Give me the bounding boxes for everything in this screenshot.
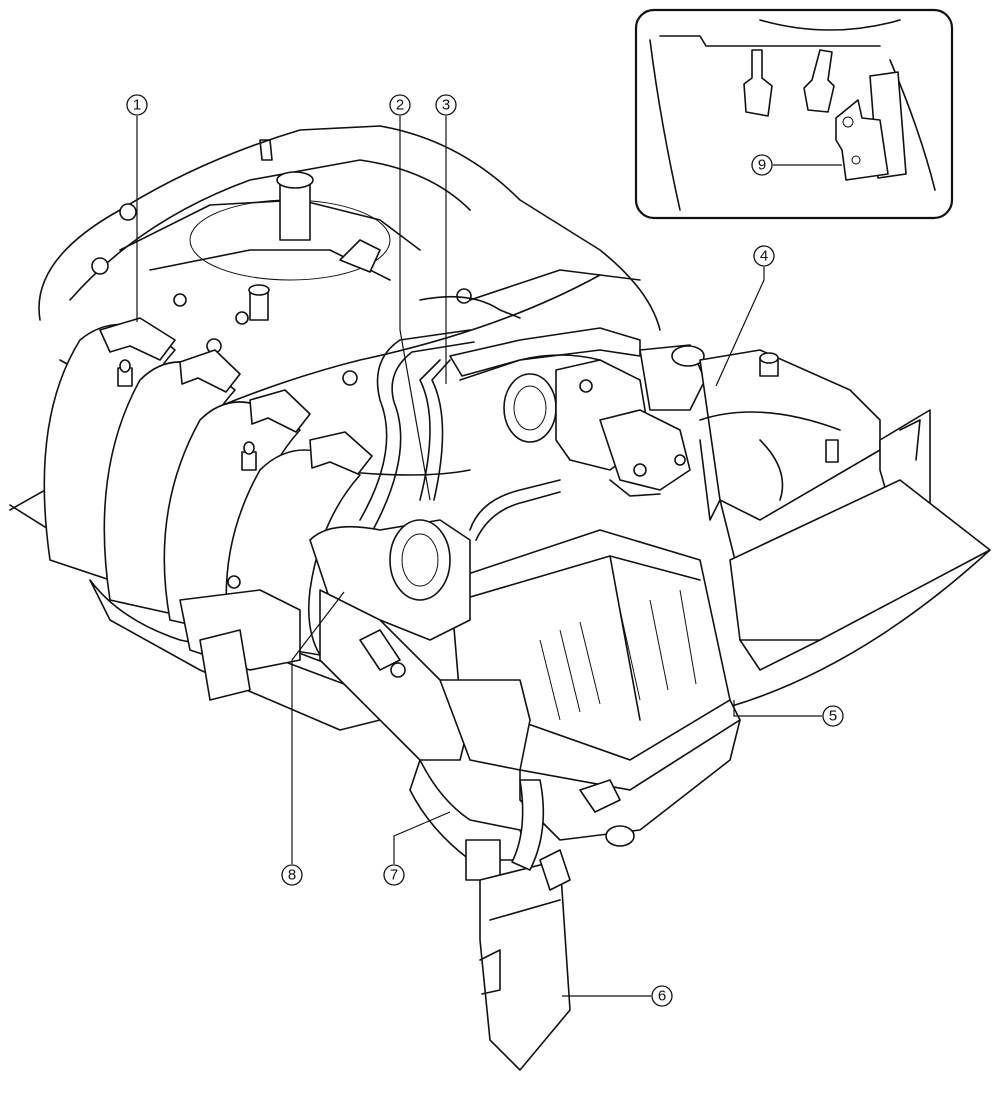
callout-3-label: 3 xyxy=(442,97,450,114)
callout-7-label: 7 xyxy=(390,867,398,884)
callout-8: 8 xyxy=(281,591,345,886)
callout-8-label: 8 xyxy=(288,867,296,884)
pedal-inset xyxy=(634,8,954,220)
callout-6-label: 6 xyxy=(658,988,666,1005)
callout-7: 7 xyxy=(383,811,451,886)
callout-3: 3 xyxy=(435,94,457,384)
callout-2-label: 2 xyxy=(396,97,404,114)
callout-1: 1 xyxy=(126,94,148,322)
air-duct xyxy=(309,519,571,1071)
hoses xyxy=(359,327,641,541)
callout-4-label: 4 xyxy=(760,248,768,265)
callout-5: 5 xyxy=(733,700,844,727)
callout-1-label: 1 xyxy=(133,97,141,114)
throttle-body xyxy=(503,344,706,497)
callout-5-label: 5 xyxy=(829,708,837,725)
callout-2: 2 xyxy=(389,94,431,501)
callout-6: 6 xyxy=(562,985,673,1007)
intake-manifold xyxy=(43,317,381,731)
callout-4: 4 xyxy=(715,245,775,387)
callout-9-label: 9 xyxy=(758,157,766,174)
callout-9: 9 xyxy=(751,154,842,176)
